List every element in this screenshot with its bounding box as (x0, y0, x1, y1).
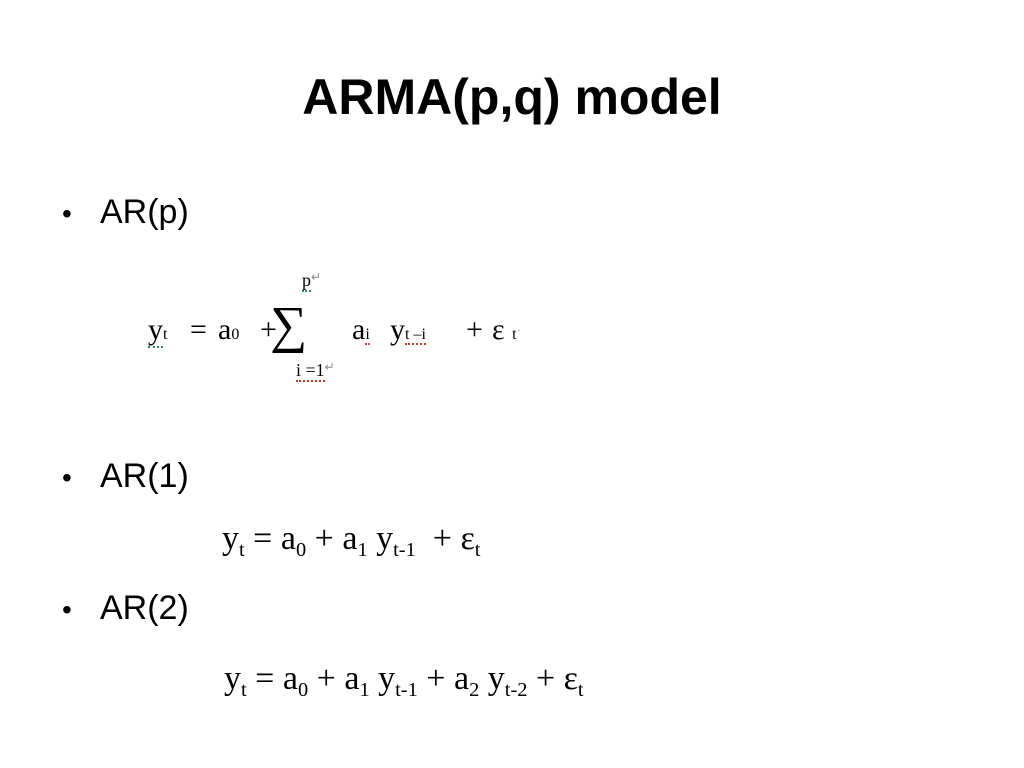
eq-plus-2: + (466, 313, 483, 346)
equation-ar-p: p↵ yt = a0 + ∑ ai yt –i + ε t· i =1↵ (148, 268, 548, 388)
eq-ai: ai (352, 313, 370, 346)
sum-lower-limit: i =1↵ (296, 360, 335, 382)
bullet-dot: • (62, 594, 72, 625)
eq-y-lag: yt –i (390, 313, 426, 346)
bullet-ar-1: • AR(1) (62, 456, 189, 498)
bullet-ar-p: • AR(p) (62, 192, 189, 234)
bullet-label: AR(p) (100, 193, 189, 231)
bullet-label: AR(2) (100, 589, 189, 627)
equation-ar-2: yt = a0 + a1 yt-1 + a2 yt-2 + εt (224, 660, 584, 702)
bullet-dot: • (62, 198, 72, 229)
sum-upper-limit: p↵ (302, 270, 322, 292)
bullet-dot: • (62, 462, 72, 493)
eq-plus-1: + (260, 313, 277, 346)
eq-equals: = (190, 313, 207, 346)
bullet-label: AR(1) (100, 457, 189, 495)
equation-ar-1: yt = a0 + a1 yt-1 + εt (222, 520, 481, 562)
eq-lhs: yt (148, 313, 168, 348)
slide-title: ARMA(p,q) model (302, 69, 722, 125)
eq-epsilon: ε t· (492, 313, 521, 346)
eq-a0: a0 (218, 313, 240, 346)
summation-symbol: ∑ (270, 297, 308, 354)
bullet-ar-2: • AR(2) (62, 588, 189, 630)
